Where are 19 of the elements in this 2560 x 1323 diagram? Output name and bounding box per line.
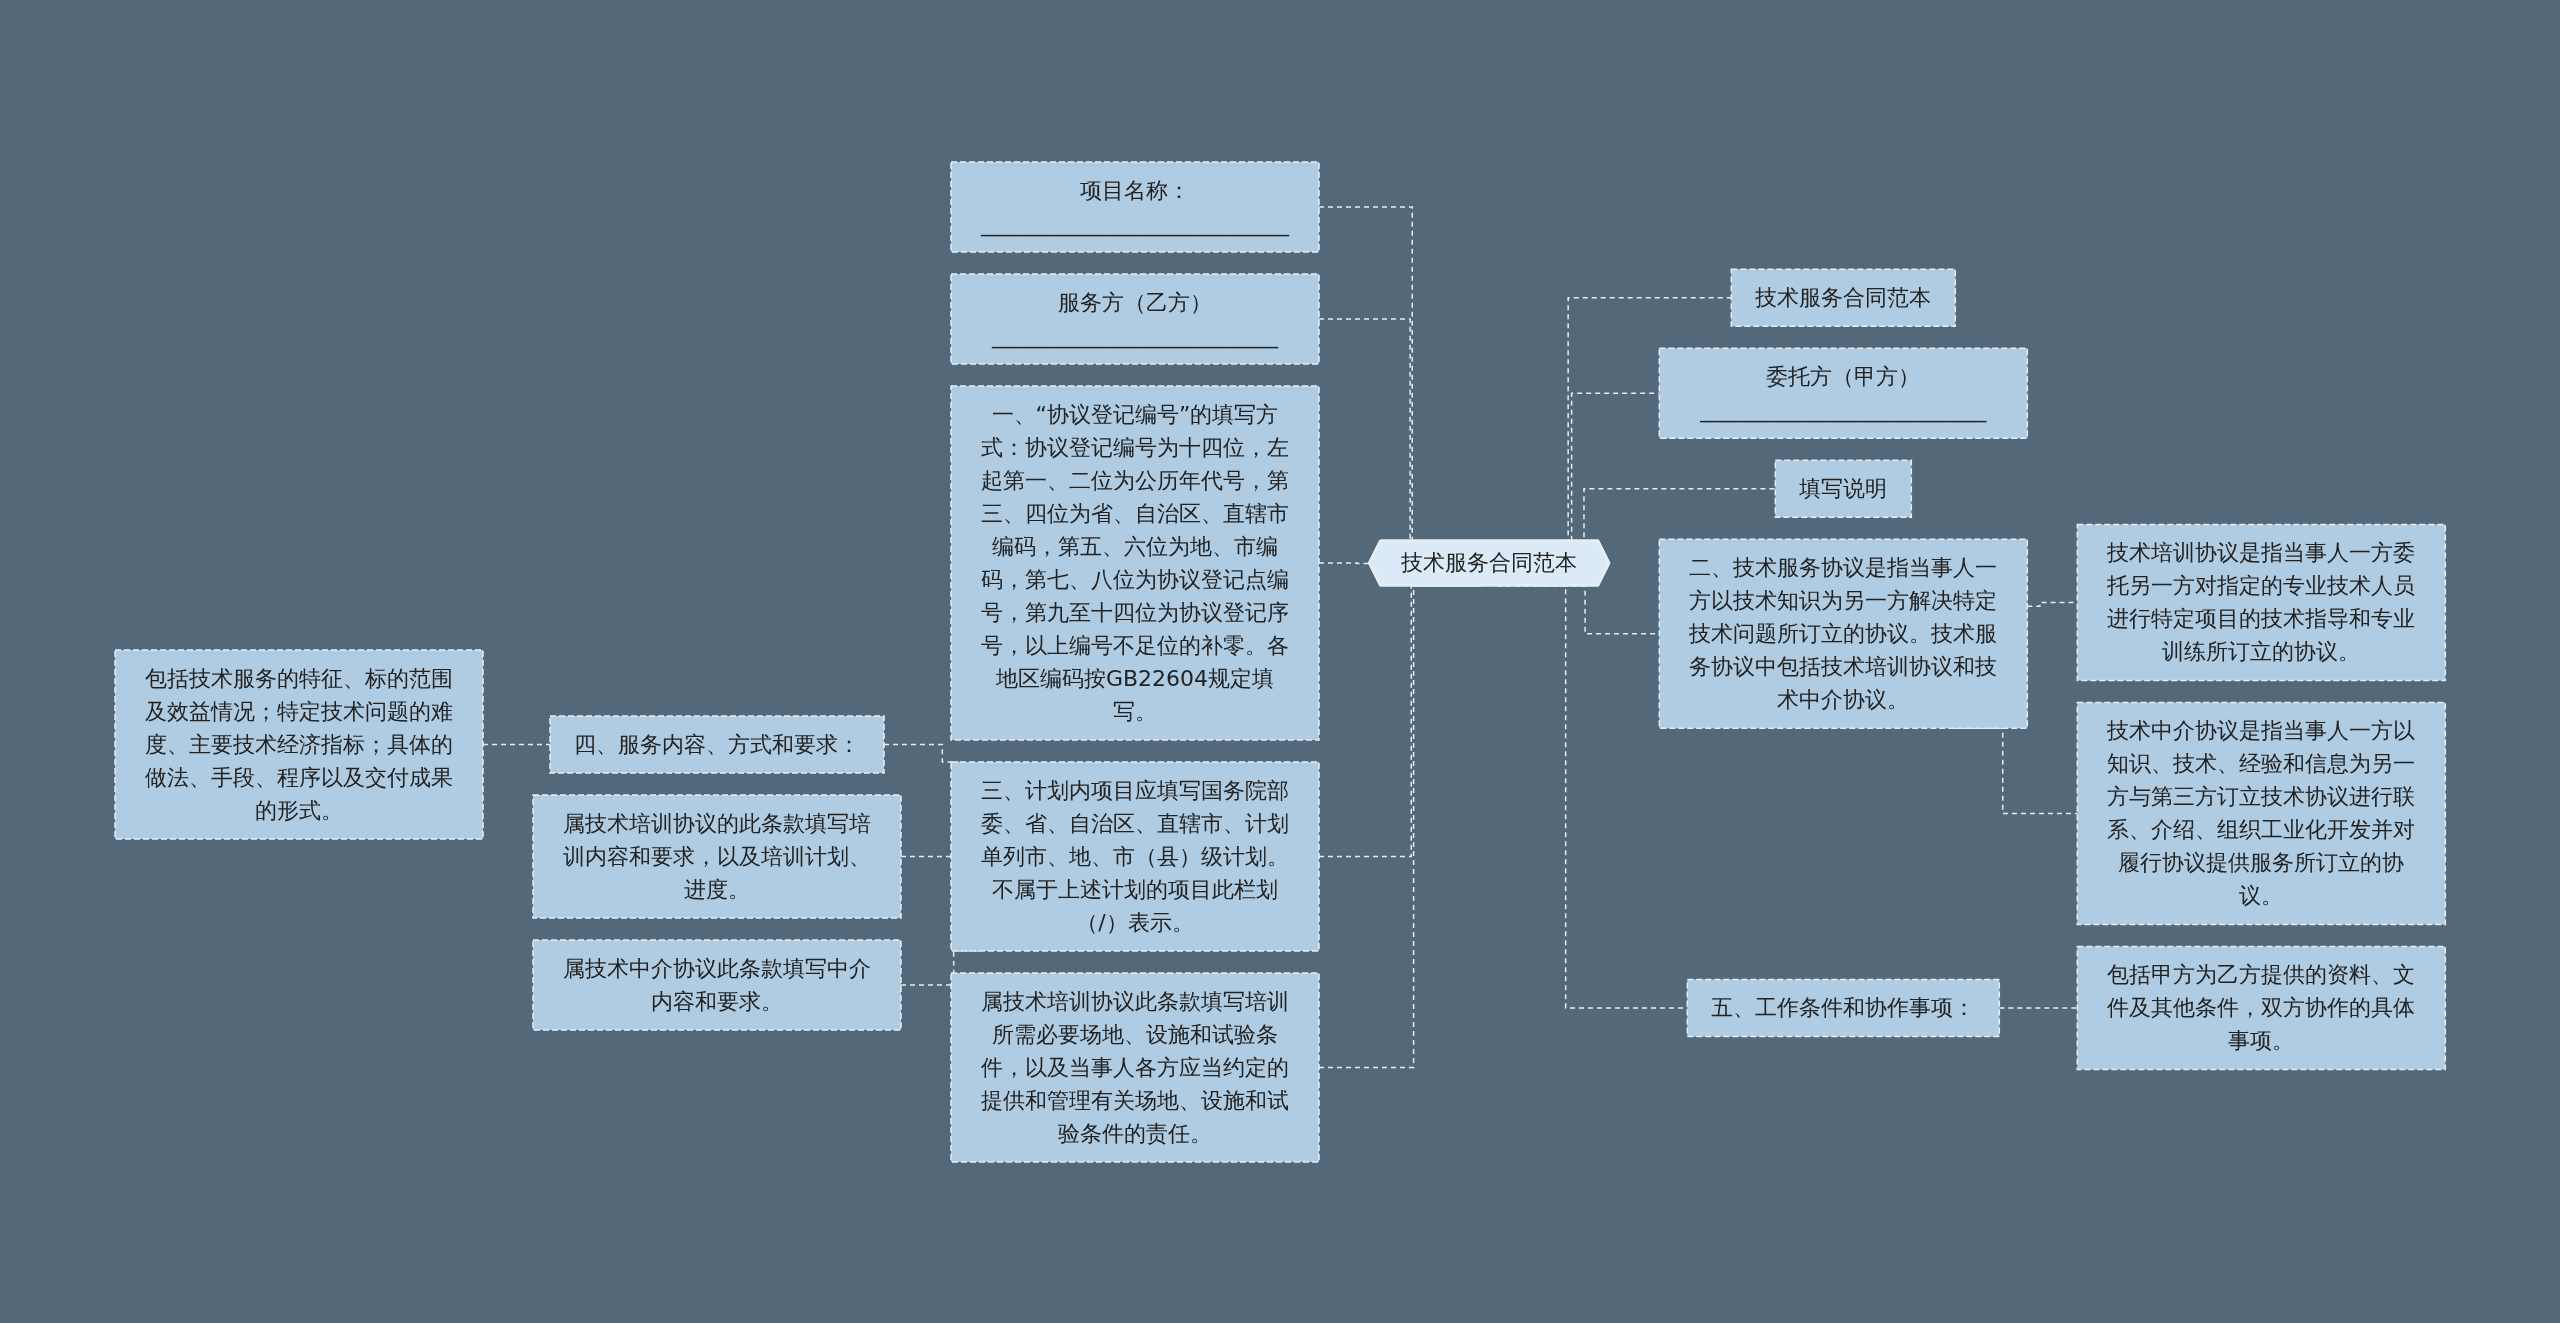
- node-box: 一、“协议登记编号”的填写方式：协议登记编号为十四位，左起第一、二位为公历年代号，第三、四位为省、自治区、直辖市编码，第五、六位为地、市编码，第七、八位为协议登记点编号，第九至十四位为协议登记序号，以上编号不足位的补零。各地区编码按GB22604规定填写。: [950, 384, 1320, 741]
- node-box: 包括技术服务的特征、标的范围及效益情况；特定技术问题的难度、主要技术经济指标；具体的做法、手段、程序以及交付成果的形式。: [114, 648, 484, 840]
- node-box: 技术服务合同范本: [1730, 268, 1956, 327]
- node-box: 四、服务内容、方式和要求：: [549, 714, 885, 774]
- node-box: 填写说明: [1774, 459, 1912, 518]
- node-box: 委托方（甲方）__________________________: [1658, 347, 2028, 439]
- node-box: 技术培训协议是指当事人一方委托另一方对指定的专业技术人员进行特定项目的技术指导和专业训练所订立的协议。: [2076, 523, 2446, 681]
- node-box: 二、技术服务协议是指当事人一方以技术知识为另一方解决特定技术问题所订立的协议。技术服务协议中包括技术培训协议和技术中介协议。: [1658, 538, 2028, 729]
- node-box: 三、计划内项目应填写国务院部委、省、自治区、直辖市、计划单列市、地、市（县）级计划。不属于上述计划的项目此栏划（/）表示。: [950, 760, 1320, 952]
- node-box: 项目名称：____________________________: [950, 160, 1320, 253]
- connector: [1318, 584, 1484, 1068]
- node-box: 属技术培训协议此条款填写培训所需必要场地、设施和试验条件，以及当事人各方应当约定的提供和管理有关场地、设施和试验条件的责任。: [950, 971, 1320, 1163]
- node-box: 五、工作条件和协作事项：: [1686, 978, 2000, 1037]
- node-box: 服务方（乙方）__________________________: [950, 272, 1320, 365]
- node-box: 包括甲方为乙方提供的资料、文件及其他条件，双方协作的具体事项。: [2076, 945, 2446, 1070]
- node-box: 属技术培训协议的此条款填写培训内容和要求，以及培训计划、进度。: [532, 793, 902, 919]
- connector: [1318, 561, 1371, 564]
- node-box: 属技术中介协议此条款填写中介内容和要求。: [532, 938, 902, 1031]
- node-box: 技术中介协议是指当事人一方以知识、技术、经验和信息为另一方与第三方订立技术协议进行联系、介绍、组织工业化开发并对履行协议提供服务所订立的协议。: [2076, 701, 2446, 925]
